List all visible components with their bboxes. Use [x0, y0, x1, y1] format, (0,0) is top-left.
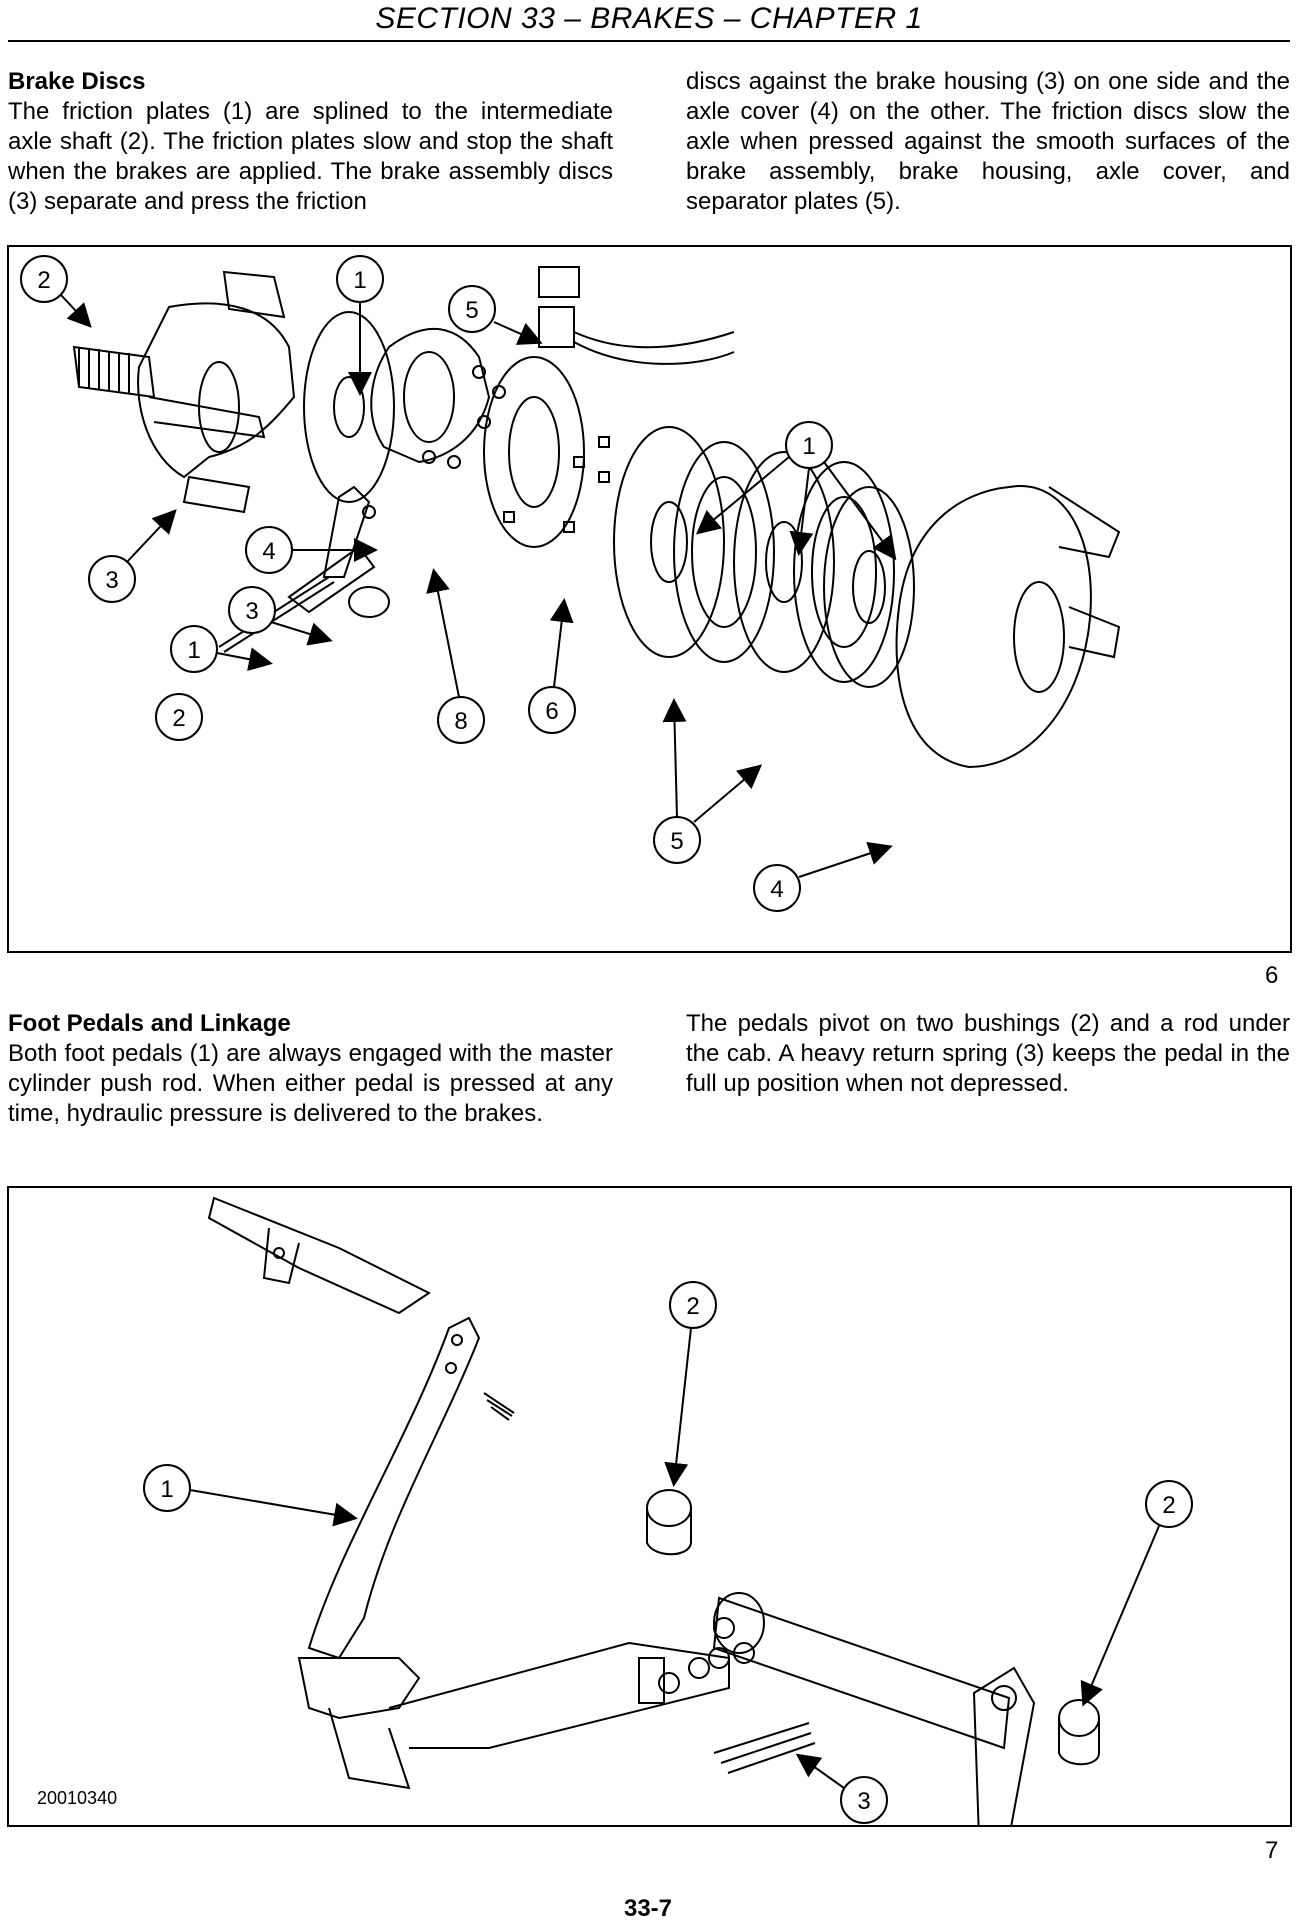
cross-shaft-drawing [712, 1596, 1011, 1750]
figure-7-illustration: 2 1 2 3 [143, 1196, 1193, 1839]
figure-6-number: 6 [1265, 962, 1279, 989]
friction-plate-left [303, 311, 395, 503]
fig6-callout-4-left: 4 [262, 538, 275, 565]
section-title: SECTION 33 – BRAKES – CHAPTER 1 [375, 2, 923, 35]
brake-discs-left-text: The friction plates (1) are splined to t… [8, 98, 613, 215]
return-spring-drawing [713, 1722, 816, 1774]
foot-pedals-right-text: The pedals pivot on two bushings (2) and… [686, 1010, 1290, 1097]
figure-7-number: 7 [1265, 1837, 1279, 1864]
foot-pedals-heading: Foot Pedals and Linkage [8, 1010, 291, 1037]
brake-discs-right-column: discs against the brake housing (3) on o… [686, 67, 1290, 217]
fig6-callout-6: 6 [545, 698, 558, 725]
fig6-callout-4-lower: 4 [770, 876, 783, 903]
fig6-callout-1-right: 1 [802, 433, 815, 460]
fig7-callout-3: 3 [857, 1788, 870, 1815]
fig6-callout-2-top: 2 [37, 267, 50, 294]
figure-6-brake-assembly: 2 1 5 1 3 4 3 1 2 8 6 5 4 [7, 245, 1292, 953]
fig7-callout-2-top: 2 [686, 1293, 699, 1320]
foot-pedals-left-column: Foot Pedals and Linkage Both foot pedals… [8, 1009, 613, 1129]
brake-discs-right-text: discs against the brake housing (3) on o… [686, 68, 1290, 215]
valve-drawing [538, 266, 735, 365]
page-header: SECTION 33 – BRAKES – CHAPTER 1 [8, 0, 1290, 42]
axle-shaft-drawing [72, 270, 296, 514]
fig6-callout-1-lower: 1 [187, 637, 200, 664]
figure-7-reference-code: 20010340 [37, 1788, 118, 1808]
pedal-arm-drawing [307, 1316, 481, 1660]
fig6-callout-3-left: 3 [105, 567, 118, 594]
fig6-callout-3-lower: 3 [245, 598, 258, 625]
fig7-callout-2-right: 2 [1162, 1492, 1175, 1519]
foot-pedals-right-column: The pedals pivot on two bushings (2) and… [686, 1009, 1290, 1099]
brake-discs-heading: Brake Discs [8, 68, 146, 95]
foot-pedals-left-text: Both foot pedals (1) are always engaged … [8, 1040, 613, 1127]
figure-7-foot-pedal: 2 1 2 3 20010340 [7, 1186, 1292, 1839]
fig6-callout-1-top: 1 [353, 267, 366, 294]
figure-6-illustration: 2 1 5 1 3 4 3 1 2 8 6 5 4 [20, 255, 1121, 912]
fig6-callout-5-lower: 5 [670, 828, 683, 855]
fig6-callout-8: 8 [454, 708, 467, 735]
brake-discs-left-column: Brake Discs The friction plates (1) are … [8, 67, 613, 217]
fig6-callout-2-lower: 2 [172, 705, 185, 732]
fig7-callout-1: 1 [160, 1476, 173, 1503]
fig6-callout-5-top: 5 [465, 297, 478, 324]
page-number: 33-7 [623, 1895, 673, 1922]
pedal-pad-drawing [207, 1196, 431, 1315]
